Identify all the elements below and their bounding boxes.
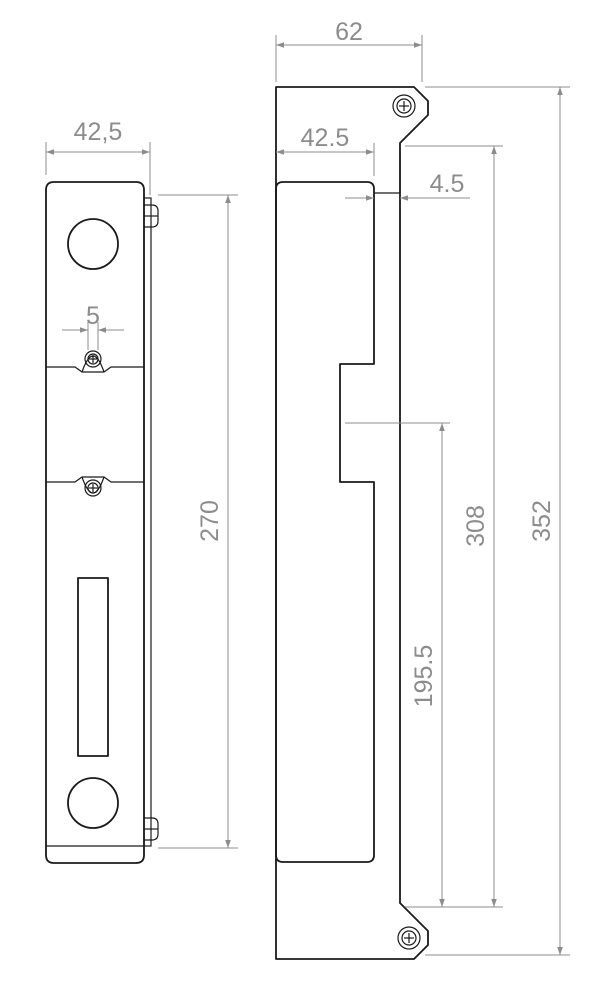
latch-slot <box>77 577 109 757</box>
screw-spacing-label: 5 <box>86 302 100 330</box>
front-faceplate <box>45 181 145 864</box>
lower-screw-icon <box>84 479 102 497</box>
front-height-label: 270 <box>196 500 224 542</box>
upper-mounting-hole <box>67 218 119 270</box>
upper-screw-icon <box>84 350 102 368</box>
side-inner-body <box>275 181 375 863</box>
side-top-screw-icon <box>392 94 416 118</box>
side-view: 62 42.5 4.5 195.5 308 352 <box>275 18 570 960</box>
front-edge-strip <box>143 197 152 847</box>
strike-offset-label: 195.5 <box>410 645 438 708</box>
overall-width-label: 62 <box>335 18 363 46</box>
lower-mounting-hole <box>67 777 119 829</box>
side-outer-profile <box>275 86 429 960</box>
side-bottom-screw-icon <box>397 926 421 950</box>
lower-divider <box>46 476 144 483</box>
front-view: 42,5 5 270 <box>45 118 238 864</box>
inner-height-label: 308 <box>462 505 490 547</box>
offset-label: 4.5 <box>430 170 465 198</box>
overall-height-label: 352 <box>528 500 556 542</box>
upper-divider <box>46 366 144 373</box>
front-width-label: 42,5 <box>74 118 123 146</box>
inner-width-label: 42.5 <box>301 124 350 152</box>
